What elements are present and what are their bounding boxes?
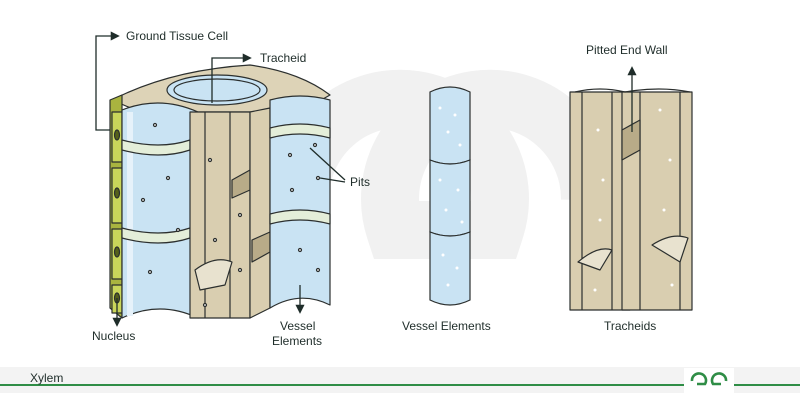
tracheids-group bbox=[569, 88, 693, 311]
tracheid-narrow bbox=[249, 107, 271, 319]
ground-tissue-column bbox=[109, 94, 123, 319]
pitted-end-wall-shape bbox=[621, 119, 641, 161]
label-vessel-line2: Elements bbox=[272, 334, 322, 348]
label-tracheid: Tracheid bbox=[260, 51, 306, 65]
vessel-elements-column bbox=[429, 86, 471, 306]
label-vessel-elements-middle: Vessel Elements bbox=[402, 319, 491, 333]
label-pits: Pits bbox=[350, 175, 370, 189]
label-ground-tissue-cell: Ground Tissue Cell bbox=[126, 29, 228, 43]
xylem-bundle-3d bbox=[109, 64, 331, 319]
figure-caption: Xylem bbox=[30, 371, 64, 385]
leaders bbox=[95, 31, 637, 327]
footer-divider bbox=[0, 384, 800, 386]
vessel-element-right bbox=[269, 95, 331, 309]
label-tracheids: Tracheids bbox=[604, 319, 656, 333]
label-pitted-end-wall: Pitted End Wall bbox=[586, 43, 668, 57]
tracheid-center bbox=[189, 111, 251, 319]
vessel-element-left bbox=[121, 102, 199, 319]
label-vessel-line1: Vessel bbox=[280, 319, 315, 333]
footer-bar bbox=[0, 367, 800, 393]
label-nucleus: Nucleus bbox=[92, 329, 135, 343]
geeksforgeeks-logo-icon bbox=[684, 368, 734, 394]
tracheid-top-opening bbox=[166, 74, 268, 106]
